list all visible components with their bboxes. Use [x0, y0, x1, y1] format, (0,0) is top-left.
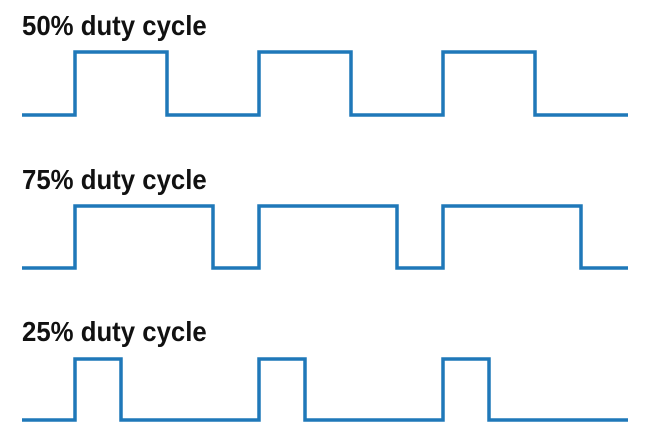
- square-wave-25: [22, 357, 628, 422]
- square-wave-75: [22, 204, 628, 270]
- square-wave-50: [22, 50, 628, 117]
- panel-label-50: 50% duty cycle: [22, 10, 207, 41]
- panel-label-75: 75% duty cycle: [22, 164, 207, 195]
- panel-label-25: 25% duty cycle: [22, 316, 207, 347]
